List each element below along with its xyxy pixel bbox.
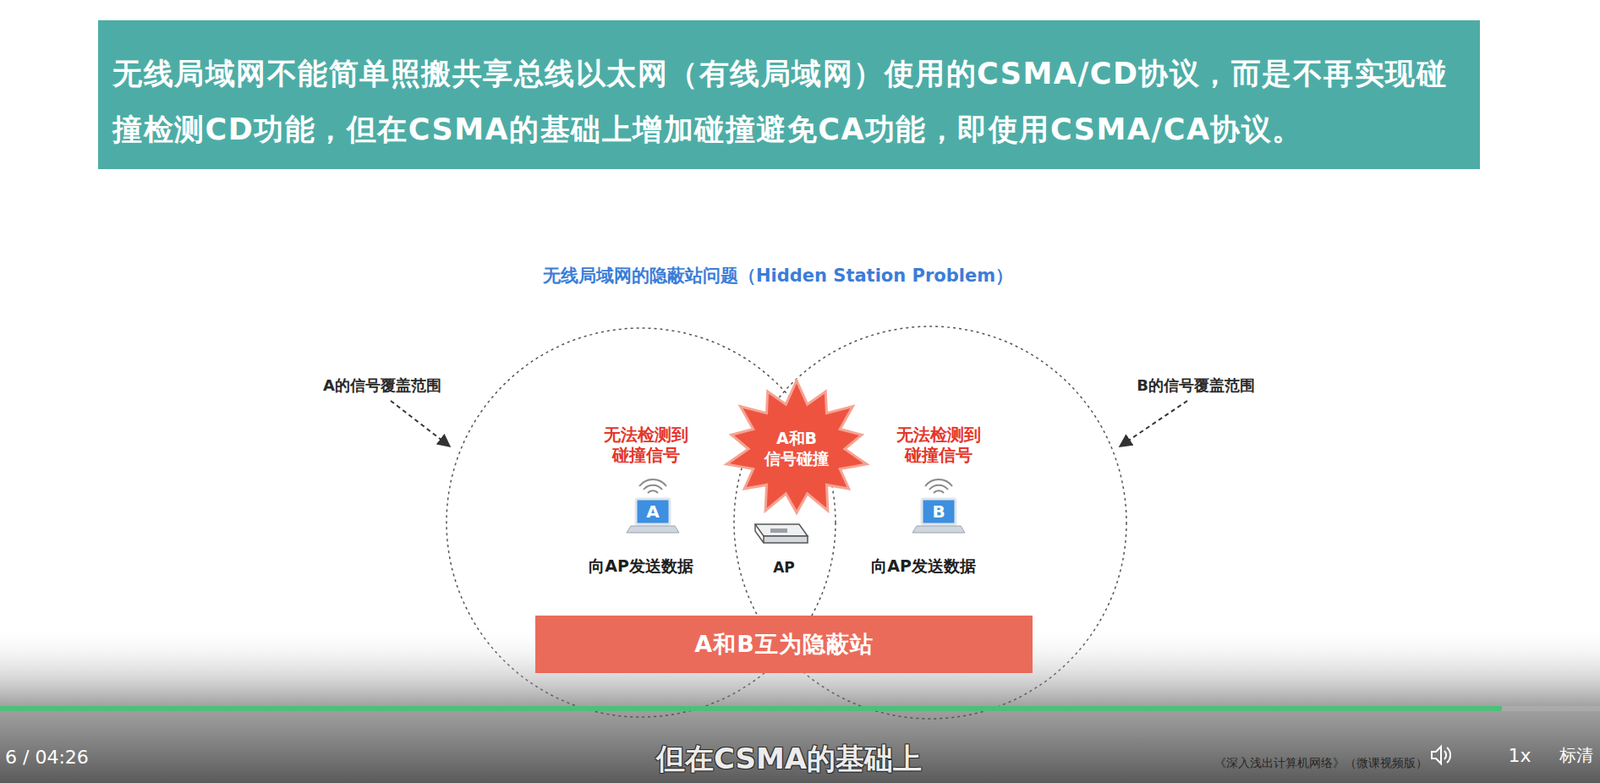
station-letter: A xyxy=(646,501,659,522)
video-time: 6 / 04:26 xyxy=(5,746,89,768)
video-subtitle: 但在CSMA的基础上 xyxy=(656,739,922,779)
banner-text: 无线局域网不能简单照搬共享总线以太网（有线局域网）使用的CSMA/CD协议，而是… xyxy=(112,45,1466,158)
control-bar xyxy=(0,625,1600,783)
speed-control: 1x xyxy=(1507,745,1531,767)
node-text: A和B互为隐蔽站 xyxy=(694,629,873,660)
warning-note: 无法检测到 碰撞信号 xyxy=(601,424,691,466)
progress-track xyxy=(1501,706,1600,712)
collision-burst: A和B 信号碰撞 xyxy=(722,378,872,521)
laptop-icon xyxy=(626,479,680,533)
watermark: 《深入浅出计算机网络》（微课视频版） xyxy=(1214,756,1428,772)
volume-icon xyxy=(1431,746,1451,764)
station-letter: B xyxy=(931,501,945,522)
leader-arrow xyxy=(390,400,450,447)
station-caption: 向AP发送数据 xyxy=(588,555,694,578)
burst-outline xyxy=(726,380,867,513)
progress-bar xyxy=(0,706,1502,712)
station-caption: 向AP发送数据 xyxy=(871,555,976,578)
node-text: A和B 信号碰撞 xyxy=(760,428,833,470)
warning-note: 无法检测到 碰撞信号 xyxy=(893,424,984,466)
coverage-label: A的信号覆盖范围 xyxy=(323,375,442,396)
ap-caption: AP xyxy=(772,558,795,576)
leader-arrow xyxy=(1119,400,1188,447)
access-point-icon xyxy=(755,524,808,543)
banner-box: 无线局域网不能简单照搬共享总线以太网（有线局域网）使用的CSMA/CD协议，而是… xyxy=(98,20,1480,170)
coverage-label: B的信号覆盖范围 xyxy=(1136,375,1255,396)
conclusion-bar: A和B互为隐蔽站 xyxy=(535,615,1033,674)
diagram-title: 无线局域网的隐蔽站问题（Hidden Station Problem） xyxy=(542,263,1014,288)
quality-control: 标清 xyxy=(1559,744,1594,768)
laptop-icon xyxy=(912,479,965,533)
